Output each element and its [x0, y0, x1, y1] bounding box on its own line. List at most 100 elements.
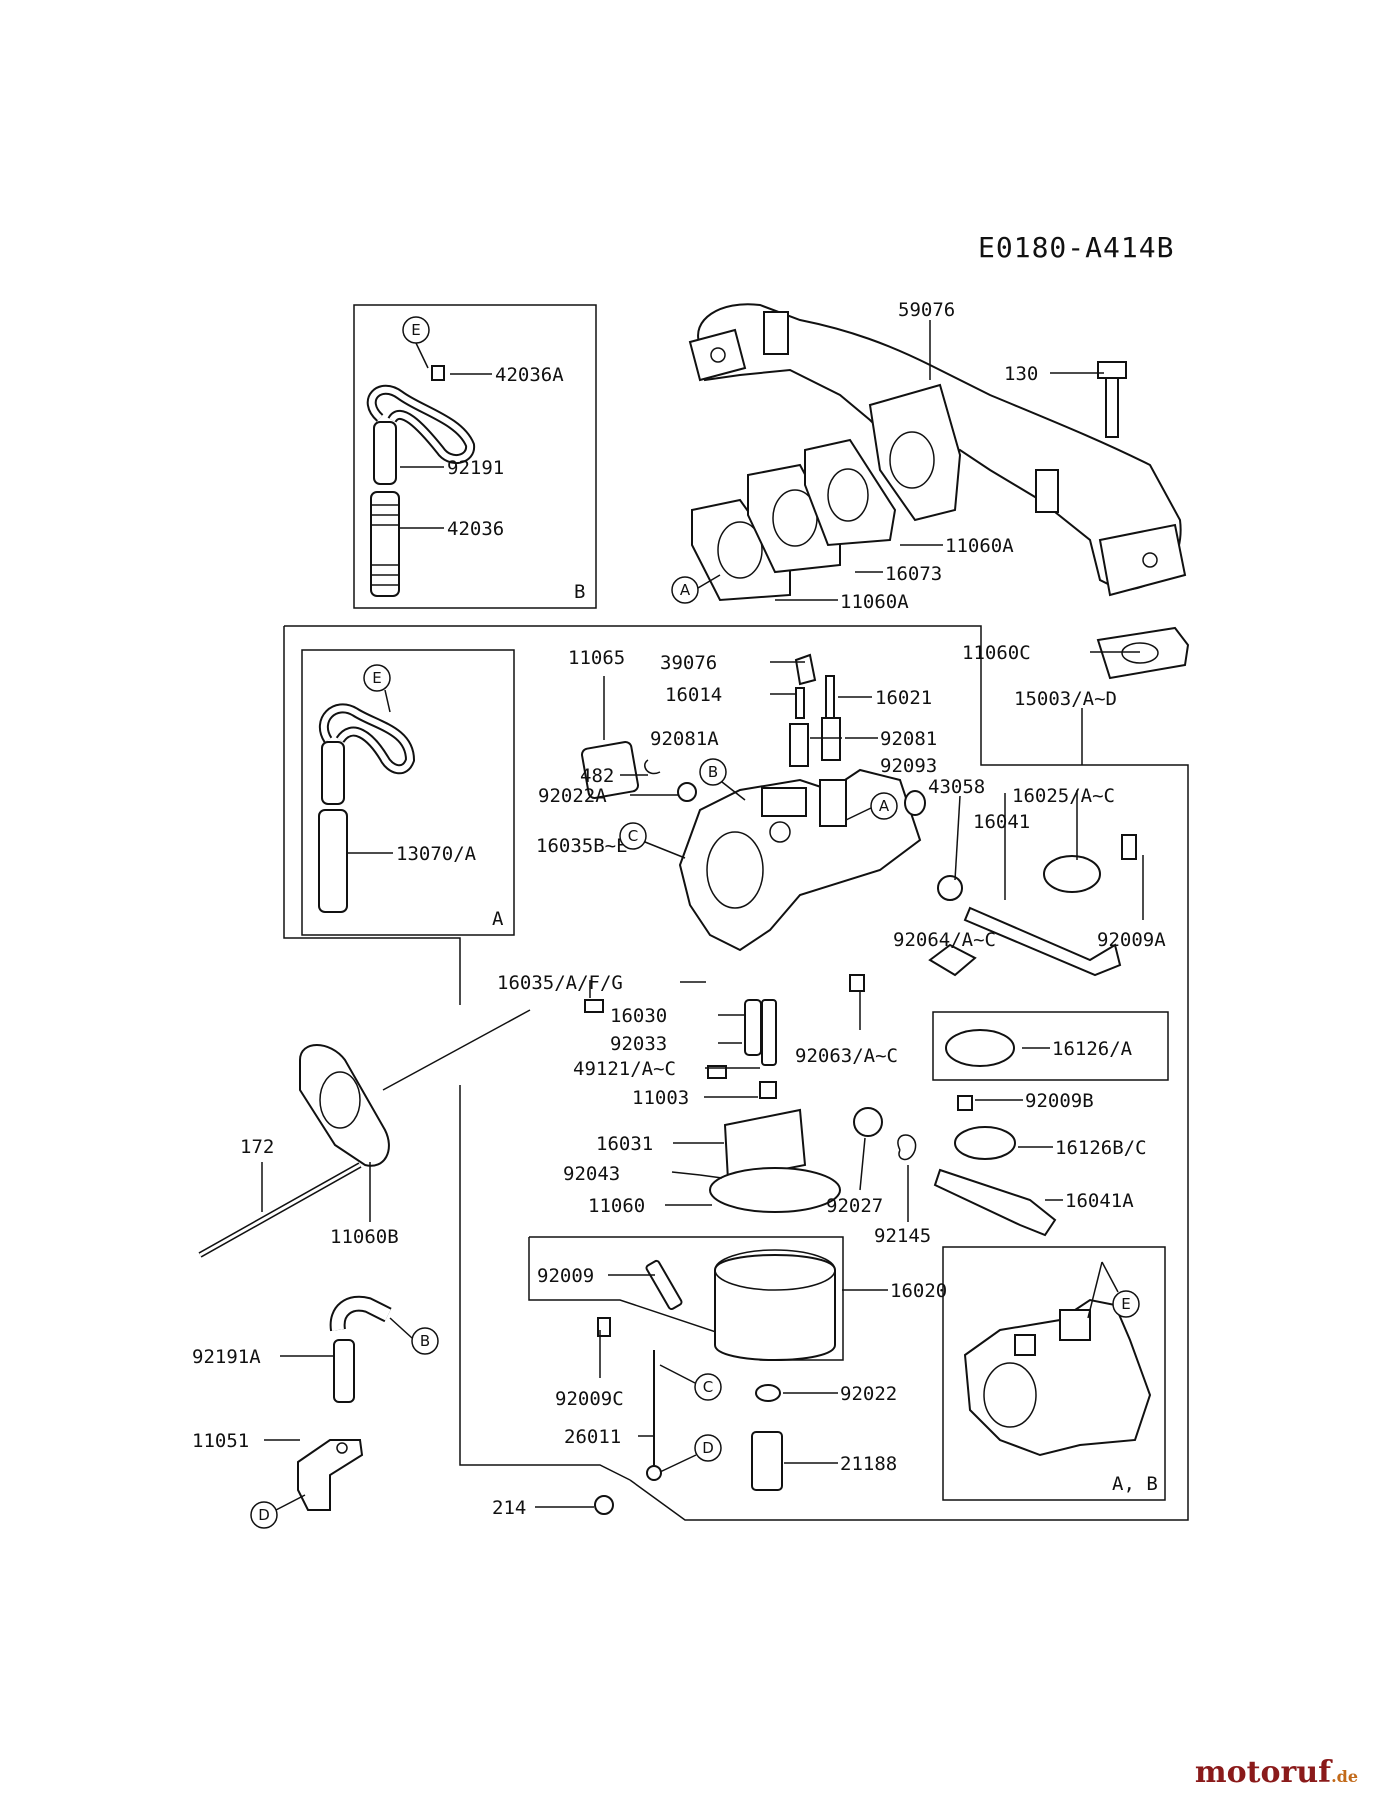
screw-16021	[825, 675, 835, 719]
jet-16035a	[707, 1065, 727, 1079]
screw-92009b	[957, 1095, 973, 1111]
pipe-13070	[318, 809, 348, 913]
jet-16035b	[584, 999, 604, 1013]
part-label-42036: 42036	[447, 518, 504, 540]
part-label-92081a: 92081A	[650, 728, 719, 750]
throttle-shaft-16041a	[933, 1168, 1057, 1237]
part-label-92063: 92063/A~C	[795, 1045, 898, 1067]
part-label-16041a: 16041A	[1065, 1190, 1134, 1212]
choke-valve-16025	[1043, 855, 1101, 893]
part-label-16035b: 16035B~E	[536, 835, 628, 857]
part-label-92009a: 92009A	[1097, 929, 1166, 951]
pin-92043	[699, 1174, 723, 1179]
svg-text:C: C	[628, 827, 638, 845]
diagram-code: E0180-A414B	[978, 231, 1174, 264]
part-label-49121: 49121/A~C	[573, 1058, 676, 1080]
part-label-92191a: 92191A	[192, 1346, 261, 1368]
part-label-43058: 43058	[928, 776, 985, 798]
part-label-172: 172	[240, 1136, 274, 1158]
screw-92064	[928, 943, 977, 977]
svg-text:E: E	[372, 669, 381, 687]
svg-text:E: E	[411, 321, 420, 339]
bracket-11051	[297, 1439, 364, 1511]
callout-c-carb: C	[619, 822, 686, 859]
part-label-16126b: 16126B/C	[1055, 1137, 1147, 1159]
part-label-16041: 16041	[973, 811, 1030, 833]
seal-43058	[937, 875, 963, 901]
clip-482	[644, 759, 661, 775]
part-label-92009c: 92009C	[555, 1388, 624, 1410]
spring-92081	[821, 717, 841, 761]
part-label-26011: 26011	[564, 1426, 621, 1448]
screw-92009a	[1121, 834, 1137, 860]
part-label-92033: 92033	[610, 1033, 667, 1055]
screw-16014	[795, 687, 805, 719]
part-label-42036a: 42036A	[495, 364, 564, 386]
gasket-11060	[709, 1167, 841, 1213]
callout-b-left: B	[389, 1317, 439, 1355]
pipe-42036	[370, 491, 400, 597]
solenoid-21188	[751, 1431, 783, 1491]
svg-text:A: A	[680, 581, 691, 599]
part-label-92145: 92145	[874, 1225, 931, 1247]
part-label-11060a-1: 11060A	[945, 535, 1014, 557]
callout-a-carb: A	[845, 792, 898, 821]
callout-d-bowl: D	[659, 1434, 722, 1473]
part-label-16031: 16031	[596, 1133, 653, 1155]
emulsion-tube-16030	[744, 999, 762, 1056]
part-label-11060c: 11060C	[962, 642, 1031, 664]
part-label-92043: 92043	[563, 1163, 620, 1185]
svg-text:B: B	[708, 763, 718, 781]
inset-b-box	[353, 304, 597, 609]
part-label-92093: 92093	[880, 755, 937, 777]
part-label-92009b: 92009B	[1025, 1090, 1094, 1112]
part-label-16021: 16021	[875, 687, 932, 709]
screw-92009c	[597, 1317, 611, 1337]
washer-92022a	[677, 782, 697, 802]
watermark-logo: motoruf.de	[1194, 1755, 1358, 1790]
part-label-16020: 16020	[890, 1280, 947, 1302]
cap-39076	[794, 653, 817, 686]
pipe-49121	[761, 999, 777, 1066]
gasket-11060c	[1096, 626, 1190, 680]
part-label-92009: 92009	[537, 1265, 594, 1287]
throttle-valve-16126a	[945, 1029, 1015, 1067]
part-label-21188: 21188	[840, 1453, 897, 1475]
callout-c-bowl: C	[659, 1364, 722, 1401]
spring-92063	[849, 974, 865, 992]
part-label-130: 130	[1004, 363, 1038, 385]
part-label-92027: 92027	[826, 1195, 883, 1217]
washer-92022	[755, 1384, 781, 1402]
fitting-42036a	[431, 365, 445, 381]
seal-92027	[853, 1107, 883, 1137]
bolt-92009	[645, 1259, 683, 1311]
gasket-11060b	[299, 1044, 390, 1167]
part-label-13070: 13070/A	[396, 843, 477, 865]
part-label-92064: 92064/A~C	[893, 929, 996, 951]
svg-text:C: C	[703, 1378, 713, 1396]
part-label-59076: 59076	[898, 299, 955, 321]
svg-text:B: B	[420, 1332, 430, 1350]
callout-a-manifold: A	[671, 574, 721, 604]
bolt-130	[1105, 374, 1119, 438]
svg-text:D: D	[702, 1439, 714, 1457]
part-label-11060a-2: 11060A	[840, 591, 909, 613]
hose-92191a	[333, 1339, 355, 1403]
gasket-11060a-2	[804, 438, 897, 547]
part-label-11065: 11065	[568, 647, 625, 669]
inset-b-label: B	[574, 581, 585, 603]
inset-ab-box	[942, 1246, 1166, 1501]
part-label-11003: 11003	[632, 1087, 689, 1109]
carburetor-assembly-ab	[963, 1298, 1152, 1457]
inset-a-label: A	[492, 908, 504, 930]
inset-a-box	[301, 649, 515, 936]
svg-text:E: E	[1121, 1295, 1130, 1313]
part-label-482: 482	[580, 765, 614, 787]
part-label-16025: 16025/A~C	[1012, 785, 1115, 807]
main-frame-outline	[284, 625, 1189, 1521]
float-16031	[723, 1108, 807, 1182]
carburetor-body	[678, 768, 922, 952]
gasket-11060a-1	[691, 498, 791, 602]
